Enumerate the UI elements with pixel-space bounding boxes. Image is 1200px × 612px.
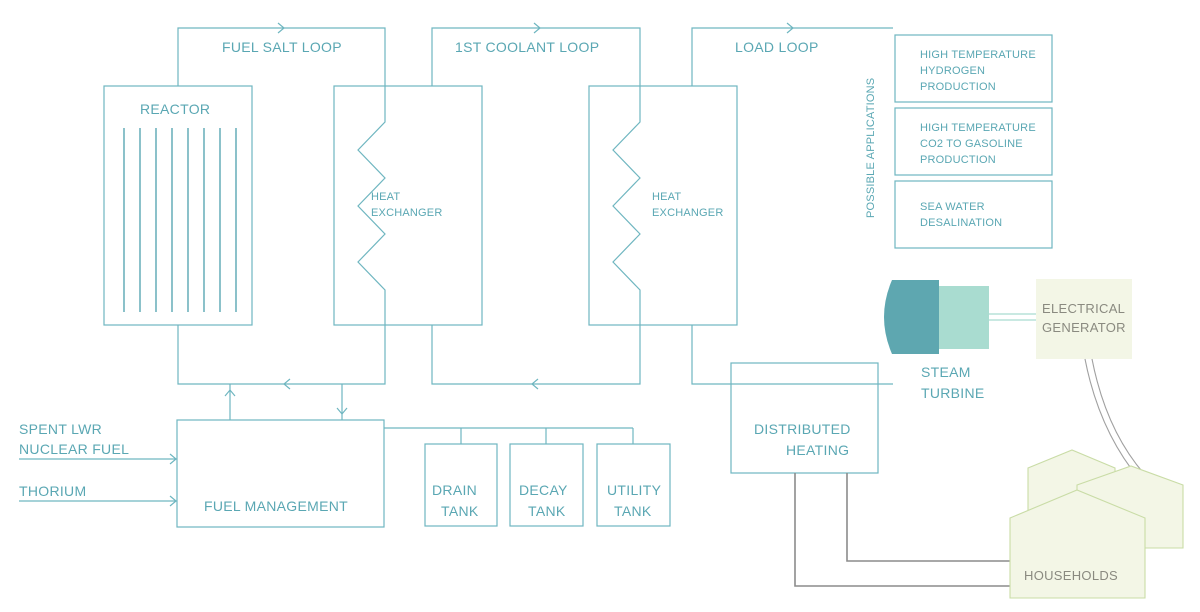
electrical-generator-label-line2: GENERATOR (1042, 320, 1126, 335)
decay-tank-box (509, 443, 584, 527)
steam-turbine-label-line1: STEAM (921, 364, 971, 380)
drain-tank-label-line1: DRAIN (432, 482, 477, 498)
application-hydrogen-line1: HIGH TEMPERATURE (920, 49, 1036, 61)
heat-exchanger-1-label-line2: EXCHANGER (371, 207, 442, 219)
spent-fuel-label-line2: NUCLEAR FUEL (19, 441, 129, 457)
application-gasoline-line1: HIGH TEMPERATURE (920, 122, 1036, 134)
utility-tank-label-line1: UTILITY (607, 482, 662, 498)
arrow-up-to-loop (224, 389, 236, 397)
reactor-box (103, 85, 253, 326)
fuel-salt-loop-arrow-bottom (283, 378, 291, 390)
application-desalination-line2: DESALINATION (920, 217, 1002, 229)
heat-exchanger-1-label-line1: HEAT (371, 191, 400, 203)
spent-fuel-label-line1: SPENT LWR (19, 421, 102, 437)
coolant-loop-pipe-bottom (431, 325, 641, 385)
fuel-salt-loop-arrow-top (277, 22, 285, 34)
load-loop-arrow-top (786, 22, 794, 34)
household-icon-front (1009, 489, 1146, 599)
application-box-gasoline (894, 107, 1053, 176)
heating-pipe-1 (794, 473, 1012, 587)
households-label: HOUSEHOLDS (1024, 568, 1118, 583)
steam-turbine-icon (884, 280, 989, 354)
thorium-input-arrow (169, 495, 177, 507)
distributed-heating-label-line2: HEATING (786, 442, 849, 458)
coolant-loop-pipe-top (431, 27, 641, 86)
application-hydrogen-line3: PRODUCTION (920, 81, 996, 93)
spent-fuel-input-arrow (169, 453, 177, 465)
decay-tank-label-line1: DECAY (519, 482, 568, 498)
electrical-generator-label-line1: ELECTRICAL (1042, 301, 1125, 316)
fuel-salt-loop-label: FUEL SALT LOOP (222, 39, 342, 55)
fuel-management-box (176, 419, 385, 528)
coolant-loop-arrow-bottom (531, 378, 539, 390)
application-hydrogen-line2: HYDROGEN (920, 65, 985, 77)
distributed-heating-label-line1: DISTRIBUTED (754, 421, 851, 437)
heat-exchanger-2-label-line2: EXCHANGER (652, 207, 723, 219)
application-box-hydrogen (894, 34, 1053, 103)
power-wire-2 (1091, 358, 1147, 477)
coolant-loop-arrow-top (533, 22, 541, 34)
heat-exchanger-2-box (588, 85, 738, 326)
drain-tank-box (424, 443, 498, 527)
arrow-down-to-fuel-management (336, 407, 348, 415)
coolant-loop-label: 1ST COOLANT LOOP (455, 39, 599, 55)
electrical-generator-box (1036, 279, 1132, 359)
drain-tank-label-line2: TANK (441, 503, 479, 519)
load-loop-pipe-bottom (691, 325, 893, 385)
application-desalination-line1: SEA WATER (920, 201, 985, 213)
application-gasoline-line2: CO2 TO GASOLINE (920, 138, 1023, 150)
decay-tank-label-line2: TANK (528, 503, 566, 519)
load-loop-pipe-top (691, 27, 893, 86)
heat-exchanger-2-label-line1: HEAT (652, 191, 681, 203)
heat-exchanger-2-coil (612, 86, 641, 325)
heat-exchanger-1-box (333, 85, 483, 326)
load-loop-label: LOAD LOOP (735, 39, 819, 55)
heating-pipe-2 (846, 473, 1012, 562)
utility-tank-label-line2: TANK (614, 503, 652, 519)
fuel-salt-loop-pipe-bottom (177, 325, 386, 385)
utility-tank-box (596, 443, 671, 527)
possible-applications-label: POSSIBLE APPLICATIONS (865, 78, 877, 218)
distributed-heating-box (730, 362, 879, 474)
application-box-desalination (894, 180, 1053, 249)
reactor-fuel-rods (123, 128, 237, 312)
fuel-management-label: FUEL MANAGEMENT (204, 498, 348, 514)
heat-exchanger-1-coil (357, 86, 386, 325)
thorium-label: THORIUM (19, 483, 86, 499)
fuel-salt-loop-pipe-top (177, 27, 386, 86)
reactor-label: REACTOR (140, 101, 210, 117)
application-gasoline-line3: PRODUCTION (920, 154, 996, 166)
steam-turbine-label-line2: TURBINE (921, 385, 985, 401)
